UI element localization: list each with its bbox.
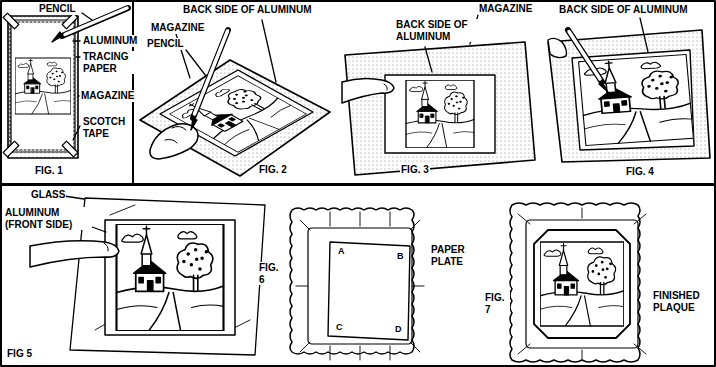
figure-number: FIG. 6	[258, 262, 284, 285]
part-label: BACK SIDE OF ALUMINUM	[395, 19, 492, 42]
part-label: MAGAZINE	[150, 22, 205, 34]
corner-letter: D	[394, 324, 403, 334]
part-label: PAPER PLATE	[430, 244, 484, 267]
corner-letter: A	[337, 246, 346, 256]
part-label: ALUMINUM (FRONT SIDE)	[4, 207, 92, 230]
part-label: PENCIL	[38, 3, 77, 15]
part-label: GLASS	[30, 189, 66, 201]
corner-letter: B	[396, 251, 405, 261]
figure-number: FIG. 4	[625, 166, 655, 178]
figure-number: FIG. 2	[258, 164, 288, 176]
part-label: TRACING PAPER	[82, 51, 134, 74]
figure-number: FIG. 1	[34, 165, 64, 177]
figure-number: FIG. 7	[484, 292, 510, 315]
corner-letter: C	[335, 322, 344, 332]
figure-number: FIG 5	[6, 348, 33, 360]
figure-number: FIG. 3	[400, 164, 430, 176]
part-label: PENCIL	[146, 38, 185, 50]
part-label: MAGAZINE	[80, 90, 135, 102]
part-label: BACK SIDE OF ALUMINUM	[182, 4, 313, 16]
part-label: MAGAZINE	[478, 3, 533, 15]
part-label: BACK SIDE OF ALUMINUM	[558, 4, 689, 16]
part-label: FINISHED PLAQUE	[652, 290, 712, 313]
part-label: SCOTCH TAPE	[82, 116, 130, 139]
part-label: ALUMINUM	[82, 35, 138, 47]
